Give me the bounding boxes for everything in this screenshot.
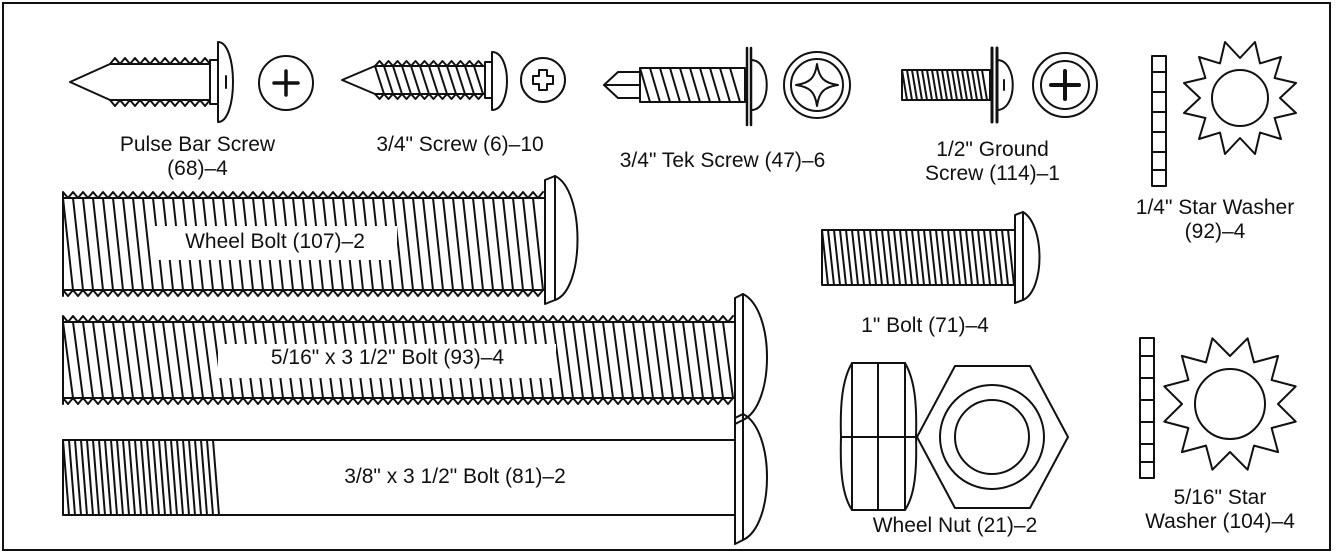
five-sixteenth-bolt-icon [62,293,768,425]
quarter-star-washer-face-icon [1183,41,1297,155]
pulse-bar-screw-head-icon [258,55,314,111]
tek-screw-icon [603,46,768,127]
wheel-nut-face-icon [916,365,1069,509]
five-sixteenth-star-washer-side-icon [1139,337,1155,479]
label-five-sixteenth-bolt: 5/16" x 3 1/2" Bolt (93)–4 [270,346,505,369]
thread-lines [374,60,484,100]
thread-edge [62,315,734,323]
label-quarter-star-washer: 1/4" Star Washer (92)–4 [1135,196,1295,243]
label-wheel-bolt: Wheel Bolt (107)–2 [185,230,365,253]
label-three-eighth-bolt: 3/8" x 3 1/2" Bolt (81)–2 [344,465,566,488]
three-quarter-screw-head-icon [520,57,566,103]
thread-edge [62,191,544,199]
label-five-sixteenth-star-washer: 5/16" Star Washer (104)–4 [1145,486,1295,533]
five-sixteenth-star-washer-face-icon [1163,337,1297,471]
three-quarter-screw-icon [341,51,508,111]
label-one-inch-bolt: 1" Bolt (71)–4 [861,314,989,337]
thread-lines [639,67,741,103]
thread-edge [62,289,544,297]
label-three-quarter-screw: 3/4" Screw (6)–10 [376,133,544,156]
ground-screw-head-icon [1032,52,1098,118]
thread-lines [821,229,1015,286]
three-eighth-bolt-icon [62,413,768,545]
label-wheel-nut: Wheel Nut (21)–2 [872,514,1038,537]
ground-screw-icon [901,46,1014,124]
thread-edge [62,397,734,405]
label-ground-screw: 1/2" Ground Screw (114)–1 [924,138,1060,185]
quarter-star-washer-side-icon [1151,55,1167,187]
label-tek-screw: 3/4" Tek Screw (47)–6 [619,149,826,172]
wheel-nut-side-icon [839,362,918,511]
tek-screw-head-icon [783,51,851,119]
thread-lines [901,69,988,101]
one-inch-bolt-icon [821,211,1041,304]
label-pulse-bar-screw: Pulse Bar Screw (68)–4 [119,133,276,180]
pulse-bar-screw-icon [69,41,234,123]
thread-lines [62,439,220,516]
wheel-bolt-icon [62,175,579,305]
